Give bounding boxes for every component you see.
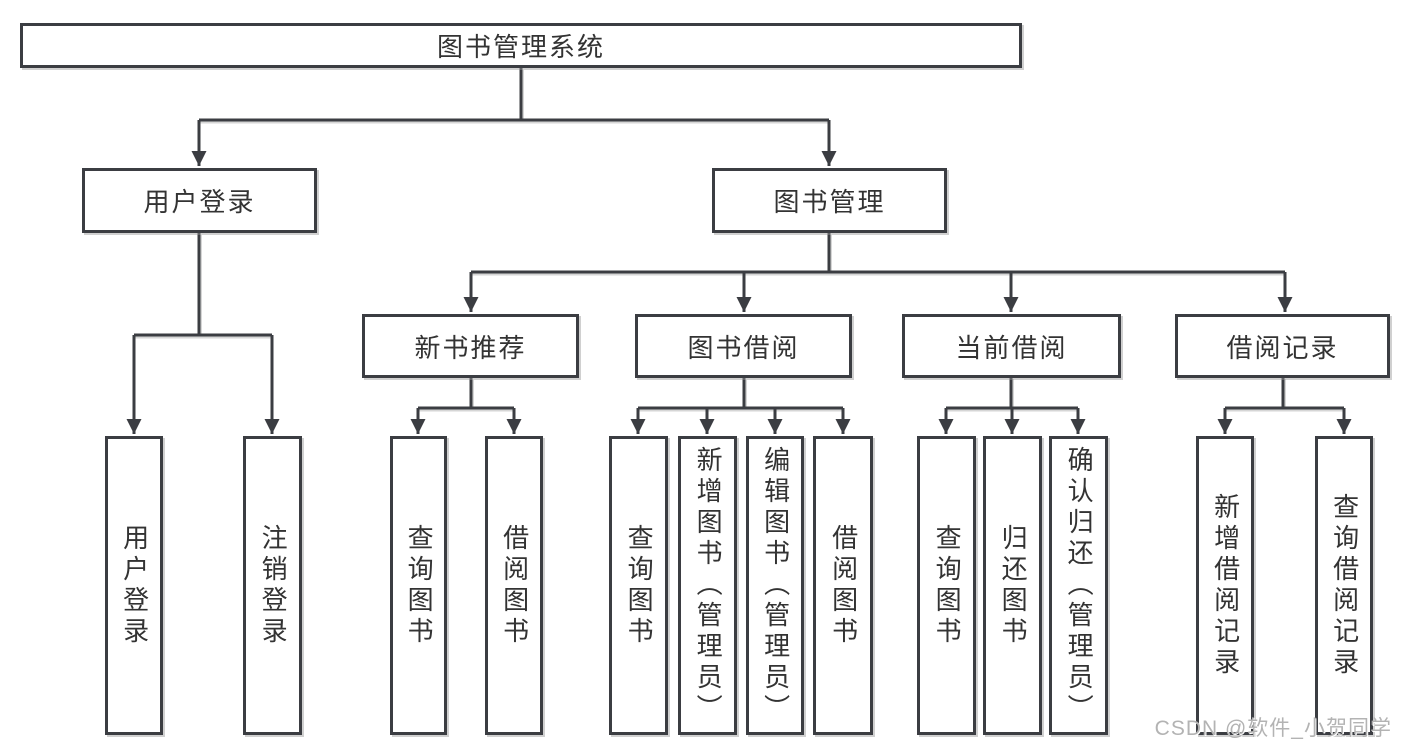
leaf-add-borrow-record: 新增借阅记录 bbox=[1196, 436, 1254, 735]
node-library-system: 图书管理系统 bbox=[20, 23, 1022, 68]
leaf-query-books-borrow-label: 查询图书 bbox=[624, 523, 655, 648]
node-current-borrowing: 当前借阅 bbox=[902, 314, 1121, 378]
node-book-borrowing-label: 图书借阅 bbox=[687, 332, 800, 363]
node-book-borrowing: 图书借阅 bbox=[635, 314, 852, 378]
leaf-borrow-books-label: 借阅图书 bbox=[828, 523, 859, 648]
leaf-edit-books-admin: 编辑图书（管理员） bbox=[746, 436, 804, 735]
leaf-borrow-books-recommend-label: 借阅图书 bbox=[499, 523, 530, 648]
csdn-watermark: CSDN @软件_小贺同学 bbox=[1154, 717, 1392, 740]
leaf-return-books: 归还图书 bbox=[983, 436, 1042, 735]
node-user-login-label: 用户登录 bbox=[143, 187, 256, 217]
leaf-edit-books-admin-label: 编辑图书（管理员） bbox=[760, 446, 791, 725]
leaf-logout-label: 注销登录 bbox=[258, 523, 289, 648]
leaf-borrow-books-recommend: 借阅图书 bbox=[485, 436, 543, 735]
leaf-borrow-books: 借阅图书 bbox=[813, 436, 873, 735]
leaf-query-books-current-label: 查询图书 bbox=[932, 523, 963, 648]
leaf-query-borrow-record-label: 查询借阅记录 bbox=[1329, 492, 1360, 679]
node-user-login: 用户登录 bbox=[82, 168, 317, 233]
leaf-query-borrow-record: 查询借阅记录 bbox=[1315, 436, 1373, 735]
node-library-system-label: 图书管理系统 bbox=[436, 32, 605, 62]
leaf-query-books-borrow: 查询图书 bbox=[609, 436, 668, 735]
node-book-management-label: 图书管理 bbox=[773, 187, 886, 217]
leaf-query-books-recommend: 查询图书 bbox=[390, 436, 447, 735]
leaf-logout: 注销登录 bbox=[243, 436, 302, 735]
leaf-add-borrow-record-label: 新增借阅记录 bbox=[1210, 492, 1241, 679]
leaf-add-books-admin: 新增图书（管理员） bbox=[678, 436, 737, 735]
node-current-borrowing-label: 当前借阅 bbox=[955, 332, 1068, 363]
node-new-book-recommend: 新书推荐 bbox=[362, 314, 579, 378]
leaf-return-books-label: 归还图书 bbox=[998, 523, 1029, 648]
leaf-user-login-label: 用户登录 bbox=[119, 523, 150, 648]
leaf-add-books-admin-label: 新增图书（管理员） bbox=[693, 446, 724, 725]
leaf-confirm-return-admin-label: 确认归还（管理员） bbox=[1064, 446, 1095, 725]
node-borrowing-records: 借阅记录 bbox=[1175, 314, 1390, 378]
leaf-confirm-return-admin: 确认归还（管理员） bbox=[1049, 436, 1108, 735]
leaf-query-books-current: 查询图书 bbox=[917, 436, 976, 735]
leaf-query-books-recommend-label: 查询图书 bbox=[404, 523, 435, 648]
node-new-book-recommend-label: 新书推荐 bbox=[414, 332, 527, 363]
leaf-user-login: 用户登录 bbox=[105, 436, 163, 735]
node-borrowing-records-label: 借阅记录 bbox=[1226, 332, 1339, 363]
node-book-management: 图书管理 bbox=[712, 168, 947, 233]
